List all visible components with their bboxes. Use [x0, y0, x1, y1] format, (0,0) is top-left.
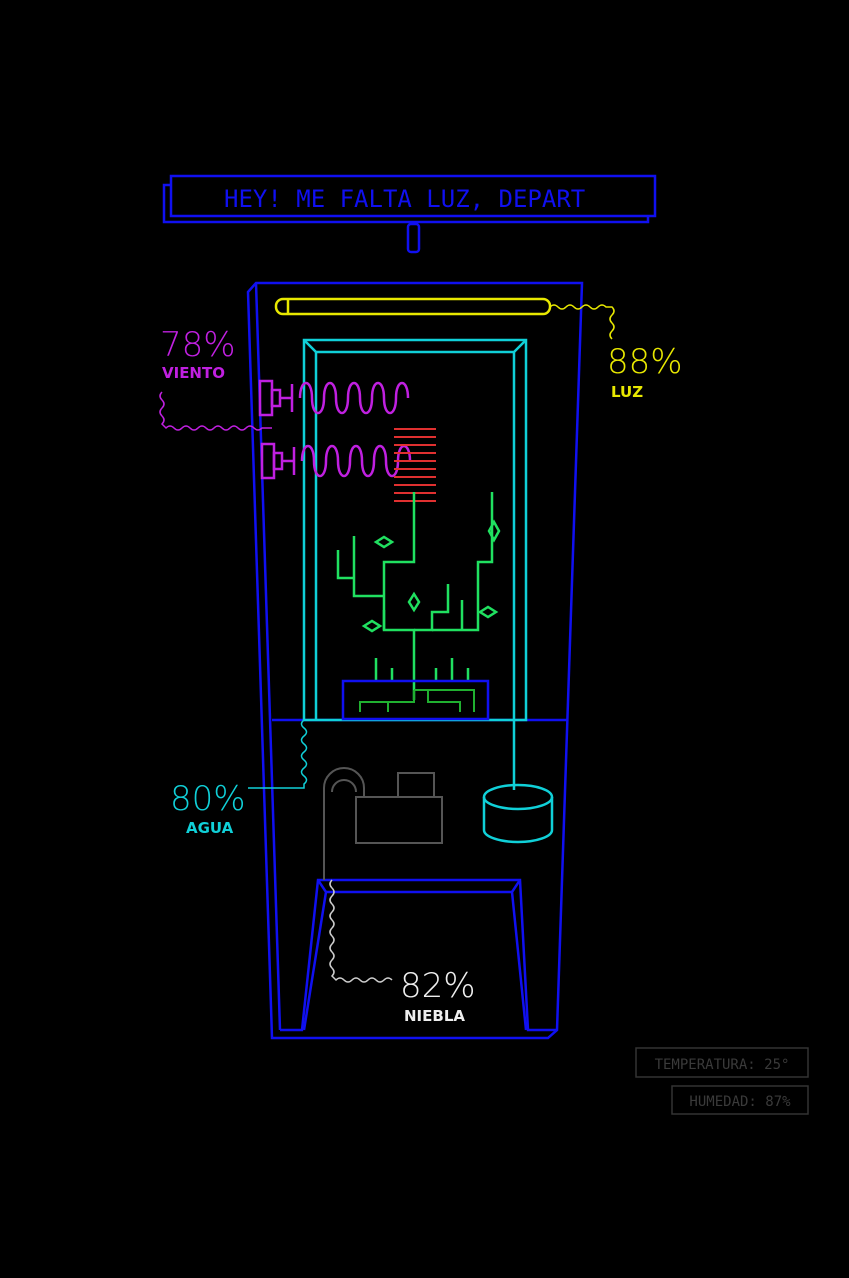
agua-label: AGUA [186, 819, 234, 837]
sensor-luz: 88% LUZ [607, 342, 683, 401]
sensor-agua: 80% AGUA [170, 779, 246, 837]
humidity-status: HUMEDAD: 87% [671, 1085, 809, 1115]
light-tube [274, 297, 615, 340]
temperature-text: TEMPERATURA: 25° [655, 1057, 790, 1073]
viento-label: VIENTO [162, 364, 225, 382]
humidity-text: HUMEDAD: 87% [689, 1094, 791, 1110]
mist-pump [323, 767, 443, 983]
agua-value: 80% [170, 779, 246, 819]
plant [336, 492, 501, 700]
sensor-niebla: 82% NIEBLA [400, 966, 476, 1025]
viento-value: 78% [160, 325, 236, 365]
luz-value: 88% [607, 342, 683, 382]
message-banner [162, 174, 657, 254]
wind-fans [159, 379, 412, 480]
plant-pot [341, 679, 490, 721]
inner-chamber [248, 338, 554, 844]
heater [394, 428, 436, 502]
luz-label: LUZ [611, 383, 643, 401]
temperature-status: TEMPERATURA: 25° [635, 1047, 809, 1078]
niebla-label: NIEBLA [404, 1007, 465, 1025]
banner-message: HEY! ME FALTA LUZ, DEPART [224, 185, 585, 213]
niebla-value: 82% [400, 966, 476, 1006]
sensor-viento: 78% VIENTO [160, 325, 236, 382]
